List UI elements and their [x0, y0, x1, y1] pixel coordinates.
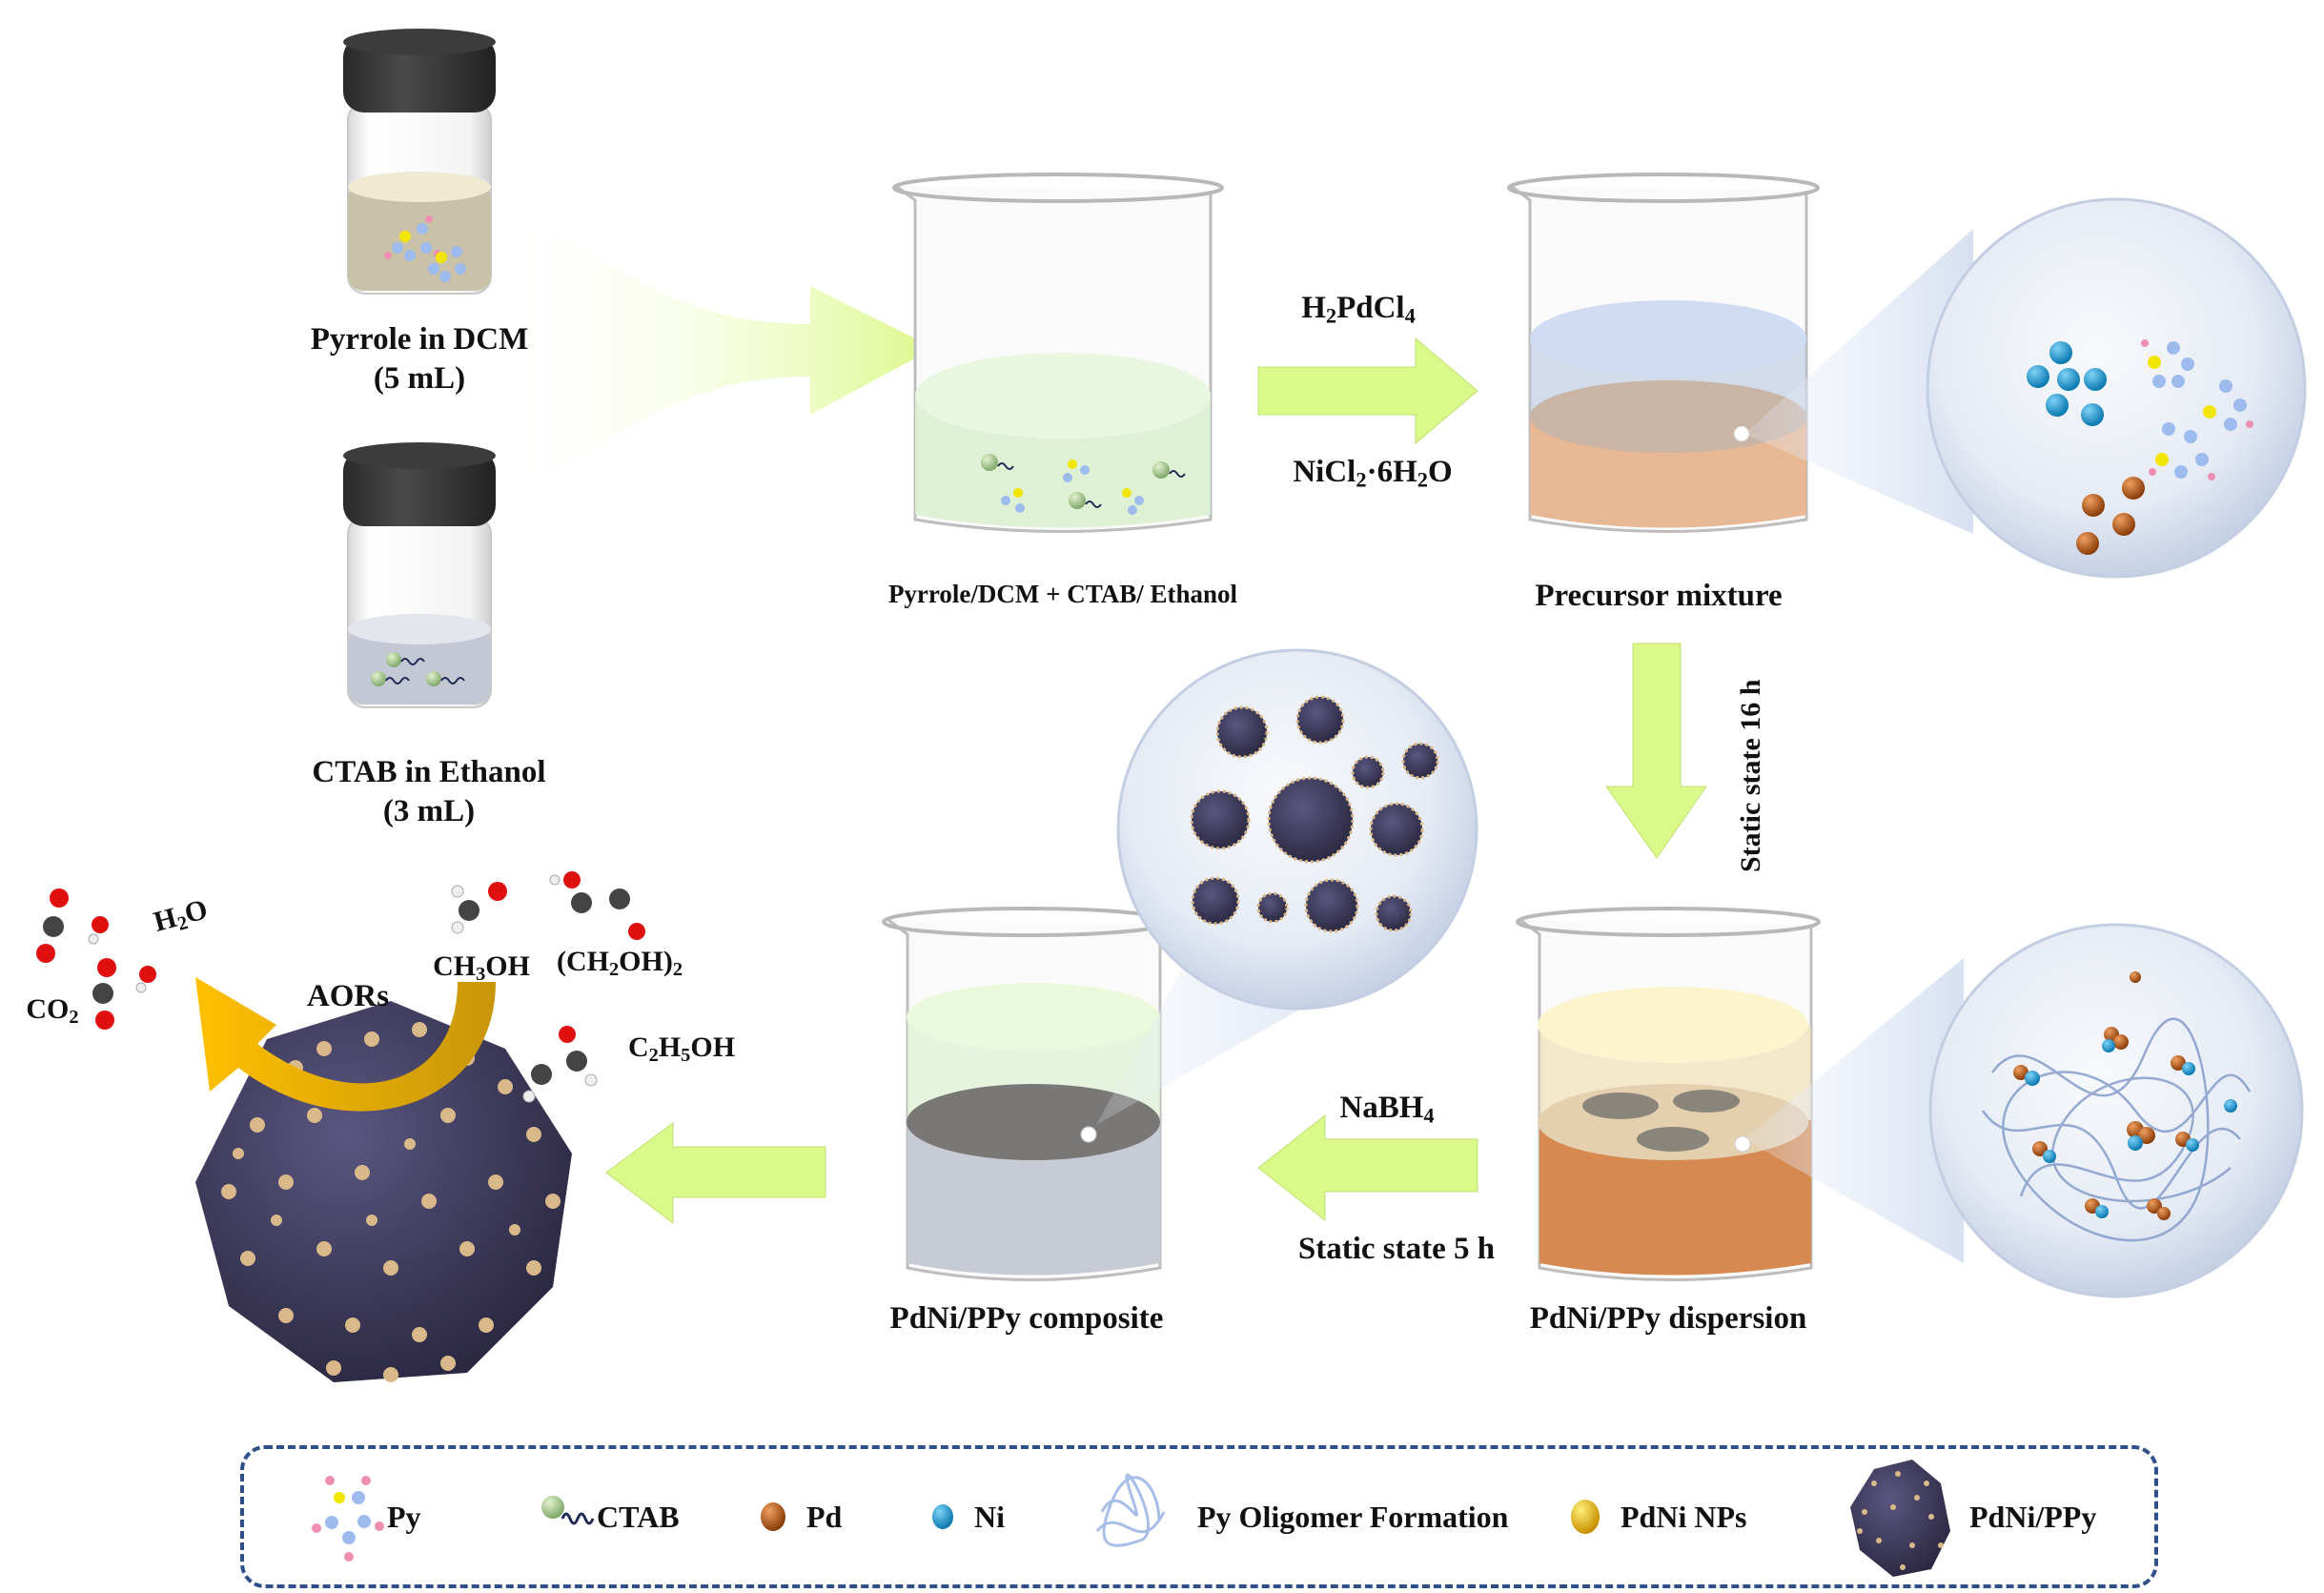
nanoparticles: [221, 1022, 561, 1382]
pd-atom-icon: [761, 1502, 785, 1531]
arrow-left-1: [1257, 1113, 1478, 1222]
legend-item-oligomer: Py Oligomer Formation: [1083, 1449, 1508, 1584]
pyrrole-icon: [312, 1476, 384, 1562]
reagent-nicl2: NiCl2·6H2O: [1293, 455, 1453, 492]
pdni-clusters: [2013, 971, 2237, 1220]
arrow-down: [1605, 643, 1707, 859]
oligomer-network: [1981, 1017, 2252, 1242]
arrow-left-2: [605, 1122, 826, 1225]
zoom-bubble-dispersion: [1744, 923, 2304, 1298]
arrow-right-1: [1257, 337, 1478, 445]
reactant-methanol: CH3OH: [433, 950, 530, 986]
beaker-precursor: [1507, 173, 1820, 533]
reactant-ethylene-glycol: (CH2OH)2: [556, 946, 683, 981]
legend-item-py: Py: [311, 1449, 421, 1584]
vial-pyrrole-dcm: [343, 29, 496, 295]
alcohol-molecules: [451, 871, 645, 1103]
beaker-label-composite: PdNi/PPy composite: [889, 1301, 1164, 1336]
oligomer-tangle-icon: [1095, 1473, 1166, 1547]
legend-item-pdni-nps: PdNi NPs: [1569, 1449, 1746, 1584]
pdni-ppy-particles: [1190, 695, 1439, 933]
legend-item-pd: Pd: [759, 1449, 842, 1584]
pdni-np-icon: [1571, 1500, 1600, 1534]
beaker-label-mixture: Pyrrole/DCM + CTAB/ Ethanol: [887, 580, 1238, 608]
pdni-ppy-particle-icon: [1850, 1460, 1950, 1577]
beaker-label-precursor: Precursor mixture: [1535, 579, 1783, 613]
pyrrole-molecule-icon: [384, 215, 466, 282]
legend-item-pdni-ppy: PdNi/PPy: [1845, 1449, 2096, 1584]
merge-arrow: [496, 219, 934, 486]
legend-item-ctab: CTAB: [540, 1449, 680, 1584]
aors-label: AORs: [306, 979, 390, 1013]
zoom-bubble-precursor: [1744, 197, 2307, 579]
ni-atom-icon: [932, 1504, 953, 1529]
beaker-mixture: [892, 173, 1224, 533]
vial-label-pyrrole: Pyrrole in DCM(5 mL): [310, 322, 529, 397]
pyrrole-molecules: [2141, 339, 2253, 480]
ctab-molecule-icon: [371, 652, 465, 686]
aging-label-16h: Static state 16 h: [1735, 679, 1766, 872]
reactant-ethanol: C2H5OH: [627, 1031, 736, 1067]
aging-label-5h: Static state 5 h: [1297, 1232, 1496, 1266]
vial-ctab-ethanol: [343, 442, 496, 708]
legend-box: Py CTAB Pd Ni Py Oligomer Formation PdNi…: [240, 1445, 2158, 1588]
reagent-nabh4: NaBH4: [1339, 1091, 1435, 1128]
ni-atoms: [2027, 341, 2107, 426]
beaker-dispersion: [1516, 907, 1821, 1281]
zoom-bubble-composite: [1096, 648, 1478, 1125]
co2-h2o-molecules: [36, 888, 156, 1030]
reagent-h2pdcl4: H2PdCl4: [1301, 291, 1416, 328]
legend-item-ni: Ni: [930, 1449, 1005, 1584]
aor-arc-arrow: [195, 977, 496, 1112]
product-co2: CO2: [26, 993, 79, 1029]
pd-atoms: [2076, 477, 2145, 555]
vial-label-ctab: CTAB in Ethanol(3 mL): [312, 755, 546, 829]
beaker-label-dispersion: PdNi/PPy dispersion: [1529, 1301, 1807, 1336]
ctab-icon: [541, 1496, 595, 1525]
